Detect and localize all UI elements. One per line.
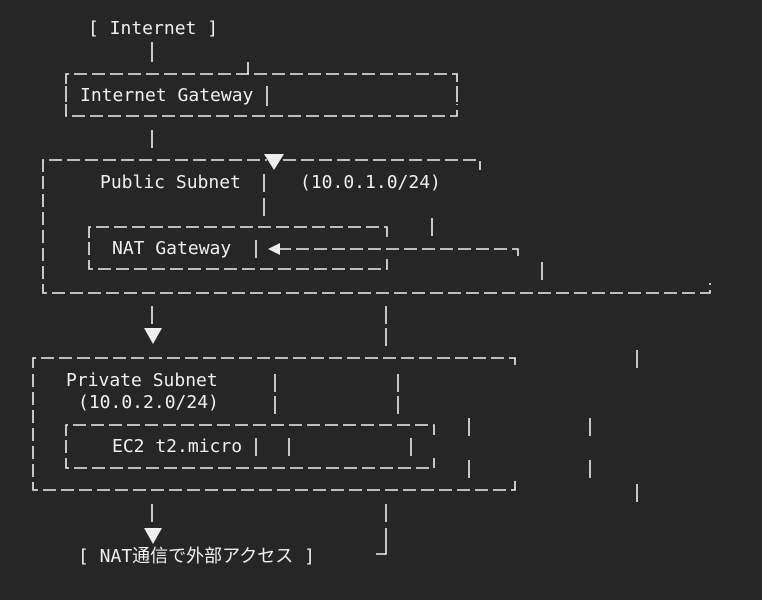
ec2-label: EC2 t2.micro xyxy=(112,436,243,457)
public-subnet-label: Public Subnet xyxy=(100,172,241,193)
arrow-down-public xyxy=(264,154,284,170)
nat-gateway-label: NAT Gateway xyxy=(112,238,232,259)
arrow-left-nat xyxy=(268,243,280,255)
private-subnet-box xyxy=(32,357,638,502)
public-cidr-label: (10.0.1.0/24) xyxy=(300,172,441,193)
public-subnet-box xyxy=(42,159,711,294)
internet-gateway-label: Internet Gateway xyxy=(80,85,254,106)
private-cidr-label: (10.0.2.0/24) xyxy=(78,392,219,413)
internet-label: [ Internet ] xyxy=(88,18,219,39)
nat-access-label: [ NAT通信で外部アクセス ] xyxy=(78,546,315,567)
ec2-box xyxy=(65,424,435,469)
internet-gateway-box xyxy=(65,73,458,117)
private-subnet-label: Private Subnet xyxy=(66,370,218,391)
connector-bottom-corner xyxy=(376,528,387,555)
arrow-down-private xyxy=(144,328,162,344)
arrow-down-nat-access xyxy=(144,528,162,544)
return-arrow-to-nat xyxy=(278,248,543,280)
nat-gateway-box xyxy=(88,218,433,270)
